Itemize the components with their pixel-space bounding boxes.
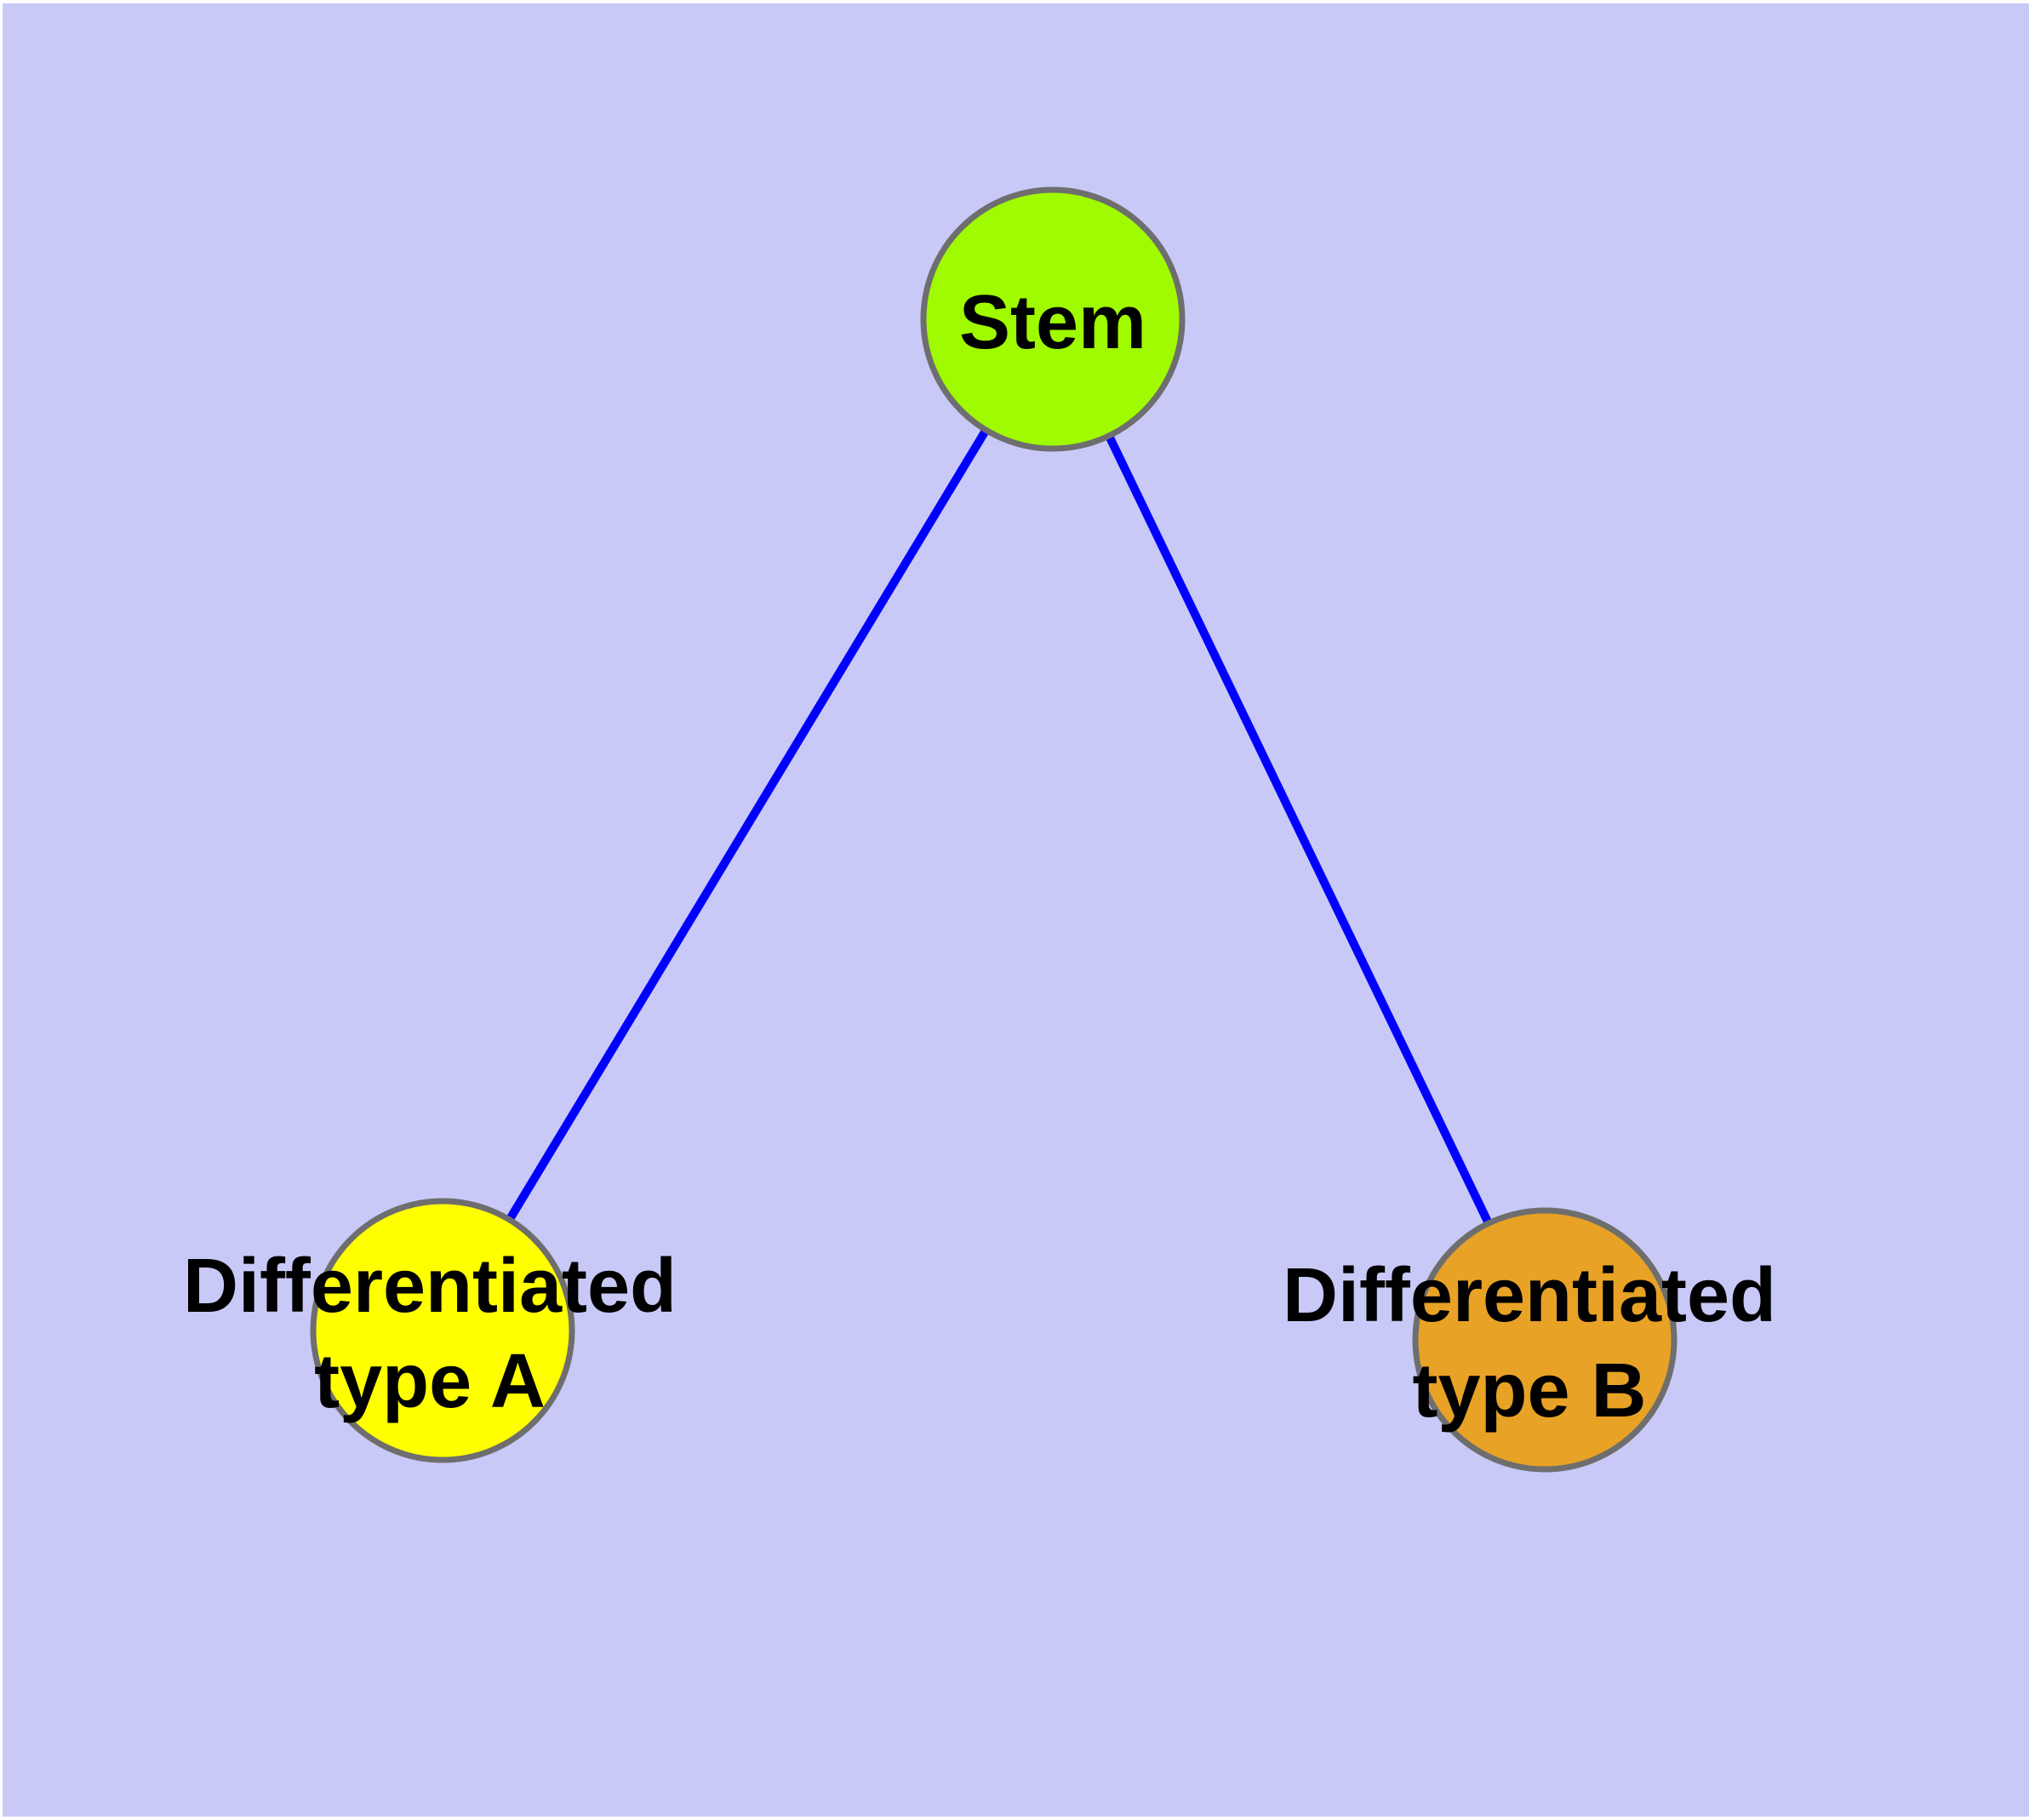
node-stem-label: Stem: [959, 280, 1146, 365]
edge-layer: [438, 317, 1549, 1342]
edge-stem-to-type-b: [1049, 317, 1549, 1342]
edge-stem-to-type-a: [438, 317, 1057, 1333]
node-stem: [920, 186, 1186, 452]
node-stem-circle: [920, 186, 1186, 452]
node-differentiated-type-b: [1412, 1207, 1677, 1473]
node-layer: [310, 186, 1677, 1473]
node-differentiated-type-a-circle: [310, 1198, 575, 1463]
node-differentiated-type-b-circle: [1412, 1207, 1677, 1473]
node-differentiated-type-a: [310, 1198, 575, 1463]
